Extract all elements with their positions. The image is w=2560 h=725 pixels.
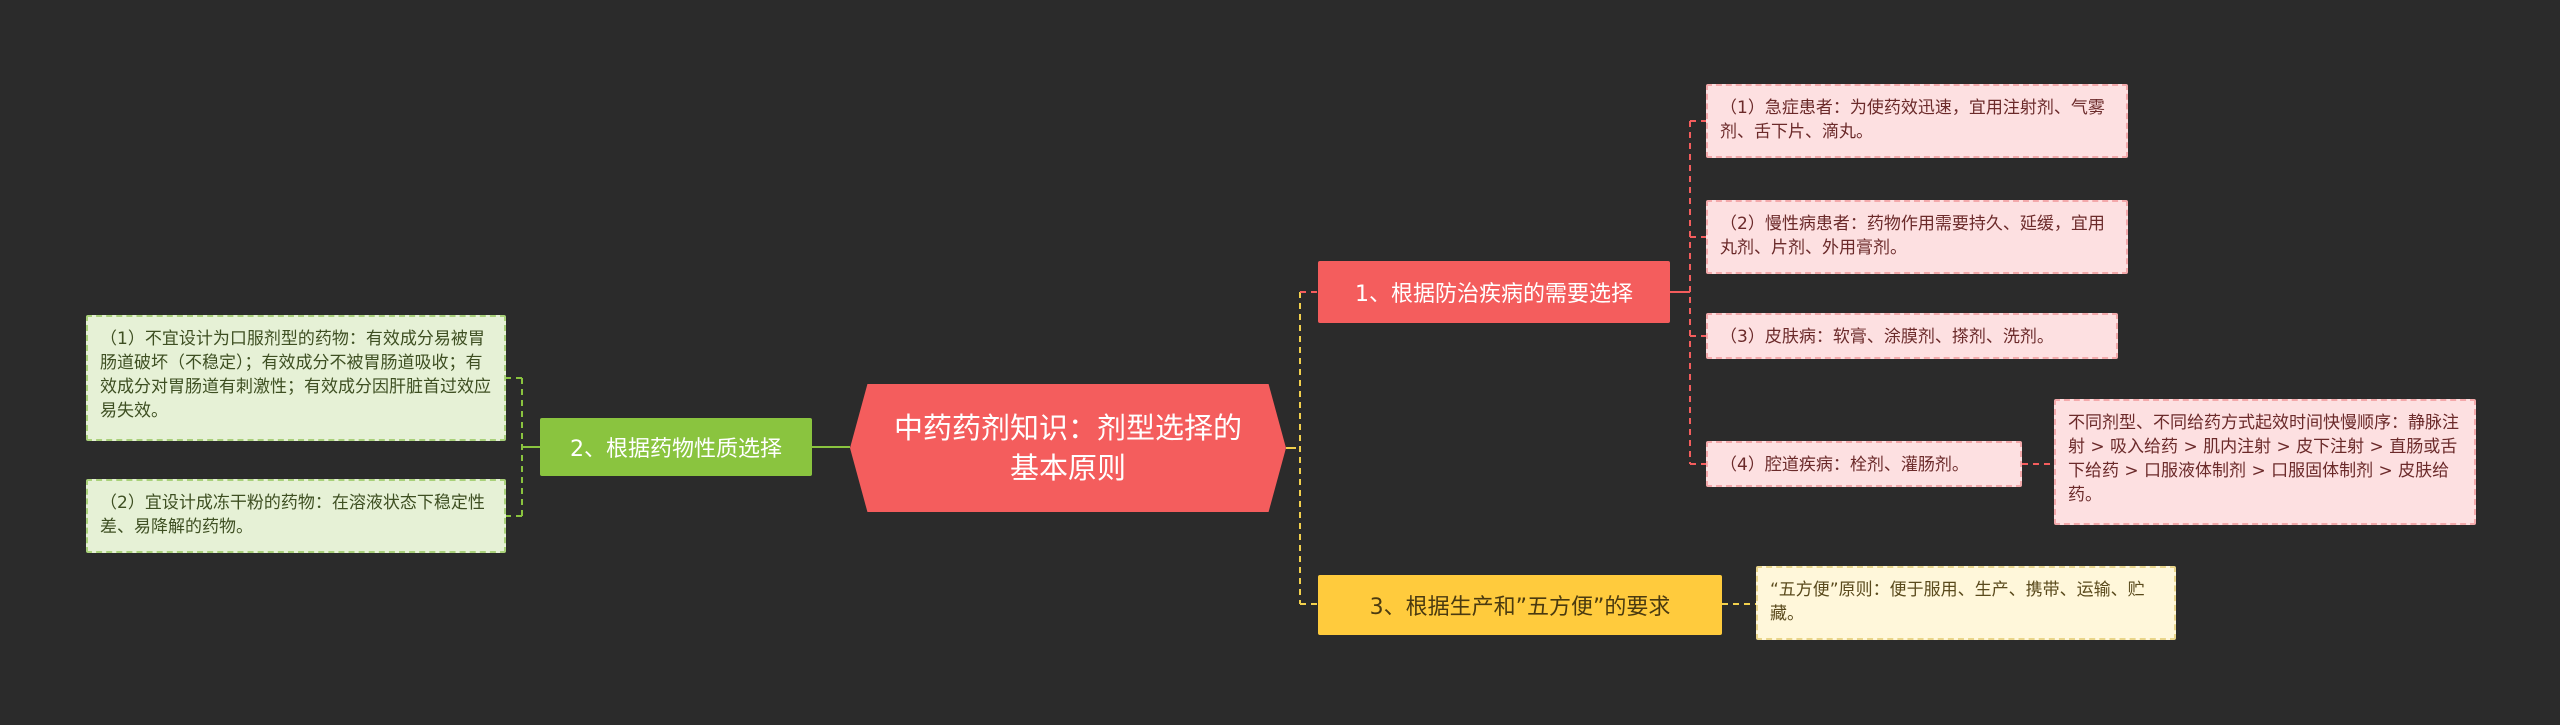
leaf-freeze-dried[interactable]: （2）宜设计成冻干粉的药物：在溶液状态下稳定性差、易降解的药物。 bbox=[86, 479, 506, 553]
leaf-five-conveniences[interactable]: “五方便”原则：便于服用、生产、携带、运输、贮藏。 bbox=[1756, 566, 2176, 640]
leaf-acute[interactable]: （1）急症患者：为使药效迅速，宜用注射剂、气雾剂、舌下片、滴丸。 bbox=[1706, 84, 2128, 158]
branch-disease[interactable]: 1、根据防治疾病的需要选择 bbox=[1318, 261, 1670, 323]
root-title: 中药药剂知识：剂型选择的基本原则 bbox=[893, 411, 1242, 485]
leaf-five-conveniences-text: “五方便”原则：便于服用、生产、携带、运输、贮藏。 bbox=[1770, 580, 2145, 624]
leaf-onset-order[interactable]: 不同剂型、不同给药方式起效时间快慢顺序：静脉注射 > 吸入给药 > 肌内注射 >… bbox=[2054, 399, 2476, 525]
root-topic[interactable]: 中药药剂知识：剂型选择的基本原则 bbox=[850, 384, 1286, 512]
leaf-chronic[interactable]: （2）慢性病患者：药物作用需要持久、延缓，宜用丸剂、片剂、外用膏剂。 bbox=[1706, 200, 2128, 274]
leaf-skin-text: （3）皮肤病：软膏、涂膜剂、搽剂、洗剂。 bbox=[1720, 327, 2054, 347]
branch-disease-label: 1、根据防治疾病的需要选择 bbox=[1355, 282, 1633, 307]
leaf-onset-order-text: 不同剂型、不同给药方式起效时间快慢顺序：静脉注射 > 吸入给药 > 肌内注射 >… bbox=[2068, 413, 2459, 505]
branch-production-label: 3、根据生产和”五方便”的要求 bbox=[1369, 595, 1671, 620]
leaf-cavity[interactable]: （4）腔道疾病：栓剂、灌肠剂。 bbox=[1706, 441, 2022, 487]
branch-production[interactable]: 3、根据生产和”五方便”的要求 bbox=[1318, 575, 1722, 635]
leaf-skin[interactable]: （3）皮肤病：软膏、涂膜剂、搽剂、洗剂。 bbox=[1706, 313, 2118, 359]
branch-property-label: 2、根据药物性质选择 bbox=[570, 437, 782, 462]
leaf-chronic-text: （2）慢性病患者：药物作用需要持久、延缓，宜用丸剂、片剂、外用膏剂。 bbox=[1720, 214, 2105, 258]
leaf-not-oral[interactable]: （1）不宜设计为口服剂型的药物：有效成分易被胃肠道破坏（不稳定）；有效成分不被胃… bbox=[86, 315, 506, 441]
leaf-acute-text: （1）急症患者：为使药效迅速，宜用注射剂、气雾剂、舌下片、滴丸。 bbox=[1720, 98, 2105, 142]
leaf-not-oral-text: （1）不宜设计为口服剂型的药物：有效成分易被胃肠道破坏（不稳定）；有效成分不被胃… bbox=[100, 329, 491, 421]
leaf-freeze-dried-text: （2）宜设计成冻干粉的药物：在溶液状态下稳定性差、易降解的药物。 bbox=[100, 493, 485, 537]
branch-property[interactable]: 2、根据药物性质选择 bbox=[540, 418, 812, 476]
leaf-cavity-text: （4）腔道疾病：栓剂、灌肠剂。 bbox=[1720, 455, 1969, 475]
